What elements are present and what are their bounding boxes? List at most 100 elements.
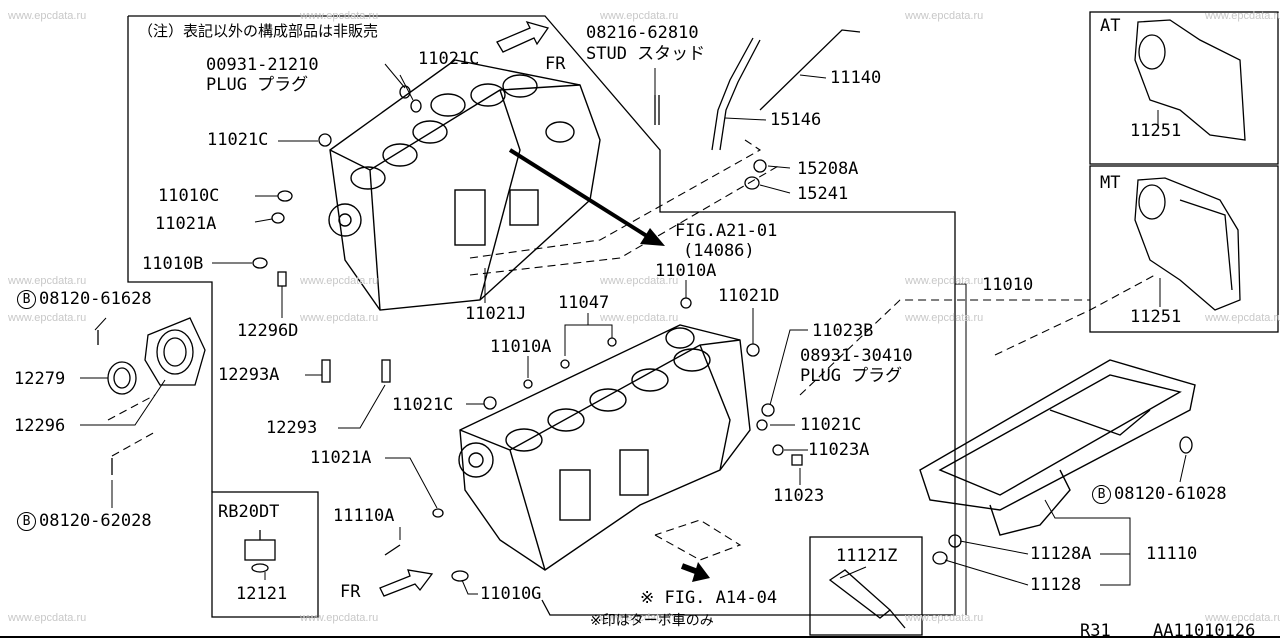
at-plate [1134, 19, 1246, 141]
upper-cylinder-block [328, 59, 601, 311]
oil-jet-part [244, 530, 276, 573]
part-number-11128A[interactable]: 11128A [1030, 544, 1092, 564]
fr-label: FR [340, 582, 361, 602]
part-number-11021A[interactable]: 11021A [310, 448, 372, 468]
watermark: www.epcdata.ru [905, 10, 984, 22]
watermark: www.epcdata.ru [905, 312, 984, 324]
watermark: www.epcdata.ru [600, 612, 679, 624]
watermark: www.epcdata.ru [300, 312, 379, 324]
rb20dt-box [211, 491, 319, 618]
part-number-15208A[interactable]: 15208A [797, 159, 859, 179]
part-number-11021J[interactable]: 11021J [465, 304, 527, 324]
part-number-00931-21210[interactable]: 00931-21210 [206, 55, 319, 75]
block-assembly-frame [128, 15, 956, 616]
figure-reference[interactable]: FIG.A21-01 [675, 221, 778, 241]
at-label: AT [1100, 16, 1121, 36]
part-desc-plug: PLUG プラグ [800, 366, 903, 386]
at-box [1089, 11, 1279, 165]
part-number-11047[interactable]: 11047 [558, 293, 610, 313]
diagram-id: AA11010126 [1153, 621, 1256, 640]
part-number-11023B[interactable]: 11023B [812, 321, 874, 341]
mt-label: MT [1100, 173, 1121, 193]
page-code: R31 [1080, 621, 1111, 640]
leader-lines [80, 63, 1187, 615]
part-number-11010[interactable]: 11010 [982, 275, 1034, 295]
part-number-11021C[interactable]: 11021C [418, 49, 480, 69]
watermark: www.epcdata.ru [300, 10, 379, 22]
watermark: www.epcdata.ru [905, 612, 984, 624]
part-number-11010C[interactable]: 11010C [158, 186, 220, 206]
part-number-08120-61028: 08120-61028 [1114, 484, 1227, 504]
watermark: www.epcdata.ru [905, 275, 984, 287]
part-number-12293[interactable]: 12293 [266, 418, 318, 438]
part-number-12296D[interactable]: 12296D [237, 321, 299, 341]
part-number-08120-62028: 08120-62028 [39, 511, 152, 531]
sealant-tube [828, 569, 906, 629]
turbo-note: ※印はターボ車のみ [590, 613, 714, 629]
part-number-11021C[interactable]: 11021C [207, 130, 269, 150]
part-desc-stud: STUD スタッド [586, 44, 706, 64]
fr-arrows [379, 20, 550, 597]
bolt-b-icon: B [1092, 485, 1111, 504]
watermark: www.epcdata.ru [300, 275, 379, 287]
part-number-11251-at[interactable]: 11251 [1130, 121, 1182, 141]
figure-reference-sub: (14086) [683, 241, 755, 261]
part-number-11021A[interactable]: 11021A [155, 214, 217, 234]
mt-box [1089, 165, 1279, 333]
part-number-11110[interactable]: 11110 [1146, 544, 1198, 564]
part-number-11023A[interactable]: 11023A [808, 440, 870, 460]
watermark: www.epcdata.ru [600, 10, 679, 22]
part-number-12121[interactable]: 12121 [236, 584, 288, 604]
part-number-12293A[interactable]: 12293A [218, 365, 280, 385]
part-number-11140[interactable]: 11140 [830, 68, 882, 88]
fr-label: FR [545, 54, 566, 74]
dashed-guides [107, 139, 1156, 561]
part-number-11023[interactable]: 11023 [773, 486, 825, 506]
watermark: www.epcdata.ru [600, 275, 679, 287]
watermark: www.epcdata.ru [8, 312, 87, 324]
watermark: www.epcdata.ru [8, 275, 87, 287]
bolt-b-icon: B [17, 512, 36, 531]
rear-seal-retainer [107, 317, 206, 395]
watermark: www.epcdata.ru [8, 10, 87, 22]
part-number-15241[interactable]: 15241 [797, 184, 849, 204]
part-number-11021C[interactable]: 11021C [392, 395, 454, 415]
rb20dt-label: RB20DT [218, 502, 280, 522]
part-number-11251-mt[interactable]: 11251 [1130, 307, 1182, 327]
part-desc-plug: PLUG プラグ [206, 75, 309, 95]
watermark: www.epcdata.ru [1205, 612, 1280, 624]
part-number-15146[interactable]: 15146 [770, 110, 822, 130]
part-number-11021C[interactable]: 11021C [800, 415, 862, 435]
part-number-12279[interactable]: 12279 [14, 369, 66, 389]
part-number-11021D[interactable]: 11021D [718, 286, 780, 306]
watermark: www.epcdata.ru [300, 612, 379, 624]
lower-cylinder-block [458, 324, 751, 571]
part-number-11010G[interactable]: 11010G [480, 584, 542, 604]
sealant-box [809, 536, 923, 636]
part-number-11010B[interactable]: 11010B [142, 254, 204, 274]
watermark: www.epcdata.ru [1205, 312, 1280, 324]
dipstick [654, 29, 861, 151]
part-number-08216-62810[interactable]: 08216-62810 [586, 23, 699, 43]
part-number-11128[interactable]: 11128 [1030, 575, 1082, 595]
note-not-sold: （注）表記以外の構成部品は非販売 [138, 22, 379, 40]
figure-reference[interactable]: ※ FIG. A14-04 [640, 588, 778, 608]
part-number-08120-61628: 08120-61628 [39, 289, 152, 309]
watermark: www.epcdata.ru [1205, 10, 1280, 22]
reference-arrows [508, 148, 710, 582]
oil-pan [919, 359, 1196, 536]
watermark: www.epcdata.ru [600, 312, 679, 324]
mt-plate [1134, 177, 1241, 311]
part-number-11110A[interactable]: 11110A [333, 506, 395, 526]
part-number-11121Z[interactable]: 11121Z [836, 546, 898, 566]
part-number-11010A[interactable]: 11010A [655, 261, 717, 281]
watermark: www.epcdata.ru [8, 612, 87, 624]
part-number-11010A[interactable]: 11010A [490, 337, 552, 357]
part-number-12296[interactable]: 12296 [14, 416, 66, 436]
part-number-08931-30410[interactable]: 08931-30410 [800, 346, 913, 366]
bolt-b-icon: B [17, 290, 36, 309]
